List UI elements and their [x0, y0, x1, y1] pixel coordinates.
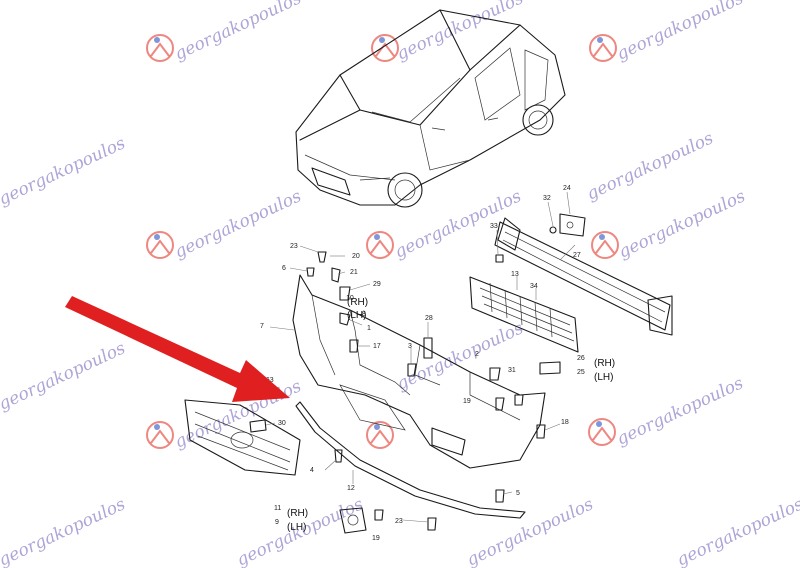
callout-31: 31: [508, 367, 516, 374]
watermark-logo: [588, 418, 616, 446]
bumper-reinforcement-bar: [494, 217, 673, 336]
watermark-text: georgakopoulos: [394, 318, 527, 394]
watermark-text: georgakopoulos: [394, 0, 527, 65]
side-labels: (RH) (LH) (RH) (LH) (RH) (LH): [287, 297, 615, 533]
callout-18: 18: [561, 419, 569, 426]
callout-10: 10: [346, 295, 354, 302]
callout-28: 28: [425, 315, 433, 322]
callout-6: 6: [282, 265, 286, 272]
callout-27: 27: [573, 252, 581, 259]
mounting-bracket: [559, 213, 586, 237]
callout-19: 19: [372, 535, 380, 542]
callout-7: 7: [260, 323, 264, 330]
bolt: [549, 226, 557, 234]
side-bracket: [539, 361, 561, 375]
watermark-text: georgakopoulos: [172, 186, 305, 262]
callout-30: 30: [278, 420, 286, 427]
watermark-text: georgakopoulos: [0, 133, 129, 209]
label-lh: (LH): [287, 522, 306, 533]
watermark-text: georgakopoulos: [0, 494, 129, 568]
watermark-logo: [146, 231, 174, 259]
callout-21: 21: [350, 269, 358, 276]
callout-25: 25: [577, 369, 585, 376]
watermark-logo: [366, 231, 394, 259]
callout-26: 26: [577, 355, 585, 362]
clip: [495, 254, 504, 263]
callout-33: 33: [490, 223, 498, 230]
lower-grille-absorber: [469, 276, 579, 353]
watermark-logo: [371, 34, 399, 62]
label-lh: (LH): [594, 372, 613, 383]
callout-3: 3: [408, 343, 412, 350]
callout-2: 2: [475, 351, 479, 358]
callout-9: 9: [275, 519, 279, 526]
watermark-text: georgakopoulos: [0, 338, 129, 414]
label-lh: (LH): [347, 310, 366, 321]
watermark-text: georgakopoulos: [674, 494, 800, 568]
watermark-text: georgakopoulos: [616, 186, 749, 262]
callout-32: 32: [543, 195, 551, 202]
callout-19: 19: [463, 398, 471, 405]
callout-12: 12: [347, 485, 355, 492]
callout-11: 11: [274, 505, 281, 512]
watermark-text: georgakopoulos: [172, 0, 305, 65]
watermark-text: georgakopoulos: [464, 494, 597, 568]
leader-lines: [265, 191, 576, 523]
watermark-logo: [366, 421, 394, 449]
front-bumper-cover: [292, 274, 546, 469]
watermark-logo: [146, 34, 174, 62]
callout-23: 23: [395, 518, 403, 525]
callout-4: 4: [310, 467, 314, 474]
label-rh: (RH): [594, 358, 615, 369]
callout-17: 17: [373, 343, 381, 350]
label-rh: (RH): [287, 508, 308, 519]
watermark-logo: [591, 231, 619, 259]
callout-8: 8: [362, 311, 366, 318]
callout-34: 34: [530, 283, 538, 290]
lower-lip-spoiler: [295, 401, 526, 519]
radiator-grille: [184, 399, 301, 476]
callout-23: 23: [290, 243, 298, 250]
watermark-text: georgakopoulos: [614, 373, 747, 449]
watermark-logo: [146, 421, 174, 449]
label-rh: (RH): [347, 297, 368, 308]
callout-1: 1: [367, 325, 371, 332]
watermark-logo: [589, 34, 617, 62]
callout-13: 13: [511, 271, 519, 278]
fastener-group: [249, 251, 546, 531]
callout-5: 5: [516, 490, 520, 497]
callout-20: 20: [352, 253, 360, 260]
watermark-text: georgakopoulos: [584, 128, 717, 204]
watermark-text: georgakopoulos: [614, 0, 747, 65]
red-pointer-arrow: [65, 296, 290, 402]
callout-29: 29: [373, 281, 381, 288]
fog-lamp-cover: [339, 507, 367, 534]
suv-vehicle-illustration: [295, 9, 566, 208]
callout-24: 24: [563, 185, 571, 192]
